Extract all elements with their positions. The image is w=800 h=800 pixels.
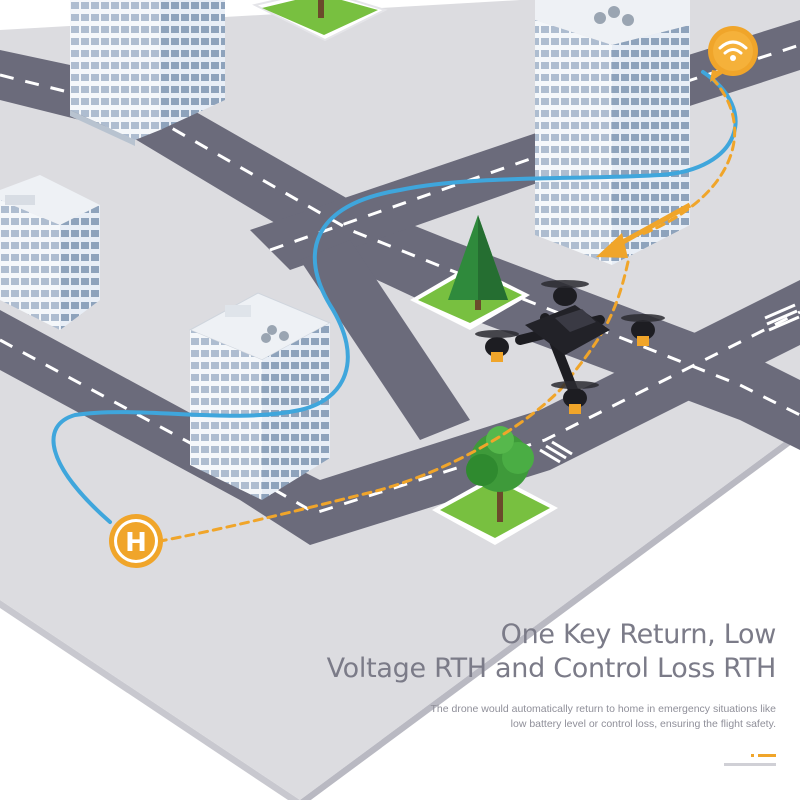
building-top-left: [70, 0, 225, 146]
home-marker-letter: H: [125, 528, 147, 558]
accent-bar-orange: [758, 754, 776, 757]
home-marker: H: [109, 514, 163, 568]
building-right-tall: [535, 0, 690, 265]
description-line-2: low battery level or control loss, ensur…: [510, 718, 776, 730]
road-markings: [0, 43, 800, 515]
return-path: [153, 76, 737, 544]
drone-motor-1: [475, 330, 519, 362]
headline-line-1: One Key Return, Low: [500, 619, 777, 650]
drone-motor-4: [551, 381, 599, 414]
drone: [475, 280, 665, 414]
pine-tree: [448, 215, 508, 310]
drone-motor-2: [541, 280, 589, 306]
description-line-1: The drone would automatically return to …: [430, 703, 776, 715]
return-arrow: [596, 202, 692, 258]
crosswalks: [539, 303, 800, 464]
tree-top-patch: [318, 0, 324, 18]
accent-dot: [751, 754, 754, 757]
headline-line-2: Voltage RTH and Control Loss RTH: [326, 653, 777, 684]
feature-headline: One Key Return, Low Voltage RTH and Cont…: [256, 618, 777, 686]
feature-description: The drone would automatically return to …: [316, 702, 776, 732]
building-left: [0, 175, 100, 330]
flight-path: [51, 70, 738, 524]
accent-bar-gray: [724, 763, 776, 766]
drone-motor-3: [621, 314, 665, 346]
building-center: [188, 292, 332, 500]
wifi-signal-icon: [718, 40, 748, 55]
signal-marker: [708, 26, 758, 82]
